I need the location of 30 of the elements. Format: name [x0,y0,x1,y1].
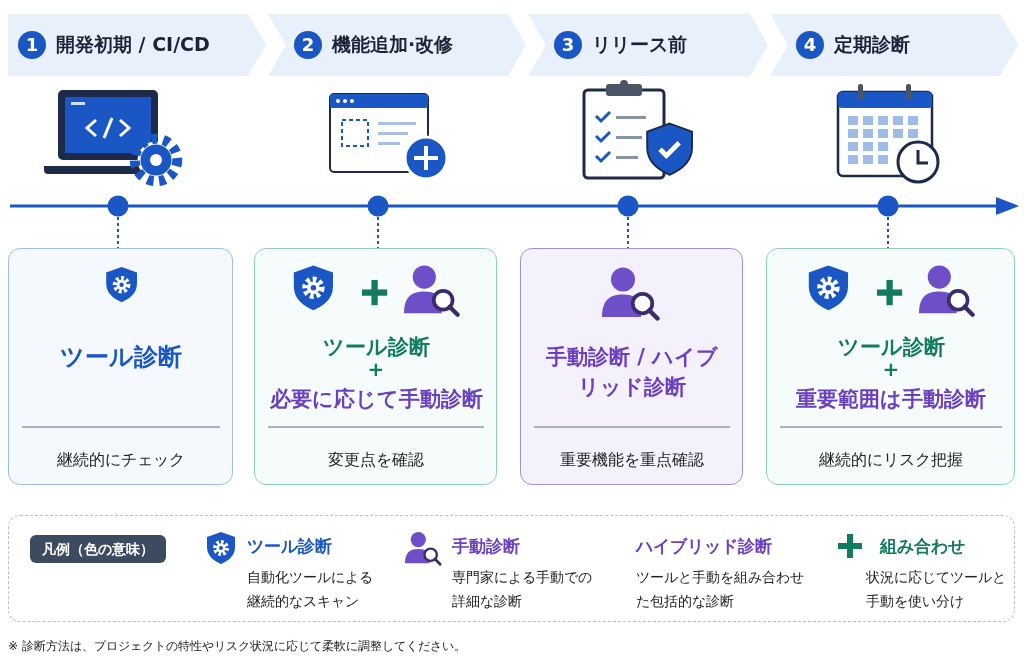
legend-label: 組み合わせ [880,535,965,558]
card-title: 重要範囲は手動診断 [795,386,987,413]
legend-label: 手動診断 [452,535,520,558]
card-title: 必要に応じて手動診断 [268,386,484,413]
legend-label: ツール診断 [247,535,332,558]
card-title: ツール診断 [321,334,431,361]
card-subtitle: 重要機能を重点確認 [559,450,705,471]
card-subtitle: 継続的にリスク把握 [818,450,964,471]
legend-badge: 凡例（色の意味） [30,535,166,563]
plus-sign: + [366,358,386,380]
card-title: ツール診断 [59,342,183,372]
legend-label: ハイブリッド診断 [636,535,772,558]
legend-description: 自動化ツールによる継続的なスキャン [247,568,374,611]
card-subtitle: 変更点を確認 [327,450,425,471]
step-title: リリース前 [592,32,687,57]
card-title: ツール診断 [836,334,946,361]
connector-line [887,216,889,249]
plus-sign: + [881,358,901,380]
connector-line [117,216,119,249]
card-subtitle: 継続的にチェック [56,450,186,471]
legend-description: 状況に応じてツールと手動を使い分け [866,568,1006,611]
step-title: 定期診断 [834,32,910,57]
connector-line [627,216,629,249]
footnote: ※ 診断方法は、プロジェクトの特性やリスク状況に応じて柔軟に調整してください。 [8,638,466,655]
connector-line [377,216,379,249]
step-title: 機能追加·改修 [332,32,454,57]
legend-description: 専門家による手動での詳細な診断 [452,568,592,611]
step-title: 開発初期 / CI/CD [56,32,210,57]
legend-description: ツールと手動を組み合わせた包括的な診断 [636,568,805,611]
card-title: 手動診断 / ハイブリッド診断 [544,344,720,401]
